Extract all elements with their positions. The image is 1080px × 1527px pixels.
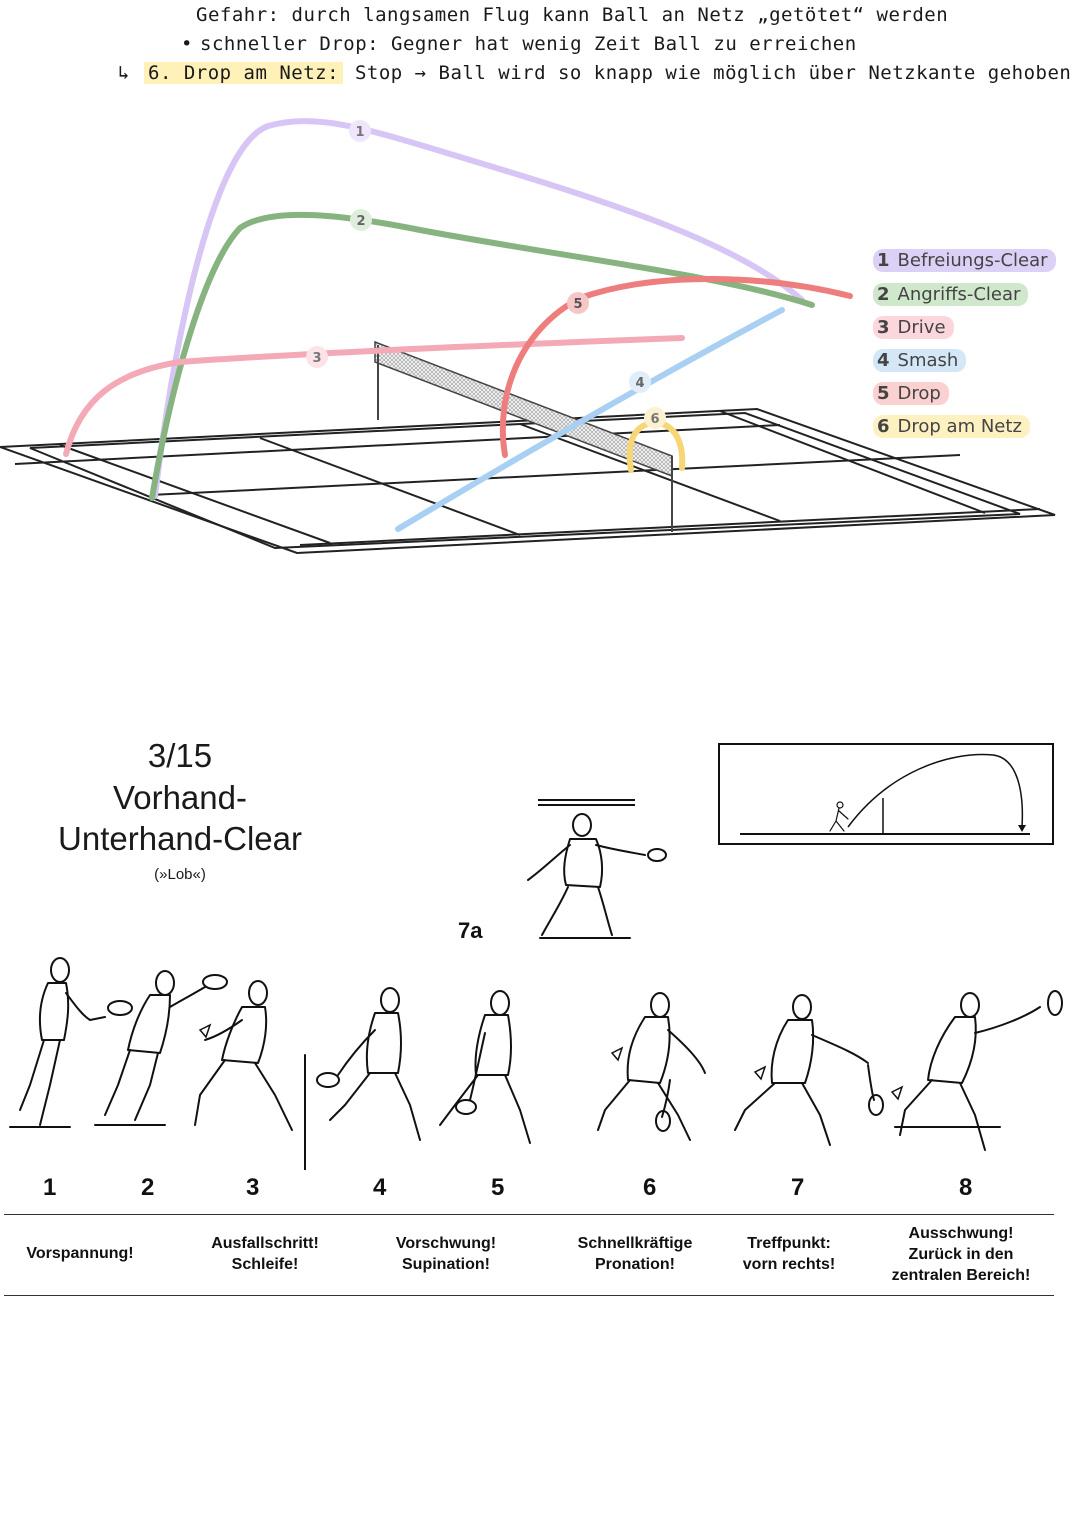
sequence-figure-2 (94, 970, 228, 1126)
sequence-figure-4 (316, 987, 421, 1141)
note-drop-net-highlight: 6. Drop am Netz: (144, 62, 344, 84)
legend-item-smash: 4 Smash (873, 349, 967, 372)
caption-line: Schleife! (231, 1256, 299, 1273)
note-arrow: ↳ (118, 62, 130, 84)
sequence-figure-7 (734, 994, 884, 1146)
sequence-figure-3 (194, 980, 306, 1170)
badge-6: 6 (650, 412, 659, 427)
technique-number: 3/15 (147, 737, 213, 774)
badge-2: 2 (356, 214, 365, 229)
legend-num: 1 (877, 250, 890, 271)
stroke-sequence-figures (9, 957, 1063, 1170)
legend-label: Angriffs-Clear (897, 284, 1021, 305)
trajectory-drive (63, 335, 685, 457)
court-diagram: 1 2 3 4 5 6 (0, 118, 1056, 555)
trajectory-angriffs-clear (149, 211, 815, 501)
legend-label: Smash (897, 350, 959, 371)
caption-step-6: Schnellkräftige Pronation! (560, 1233, 710, 1275)
caption-line: Ausschwung! (908, 1225, 1014, 1242)
badge-1: 1 (355, 125, 364, 140)
caption-step-1: Vorspannung! (10, 1243, 150, 1264)
caption-line: Supination! (402, 1256, 490, 1273)
note-bullet: • (181, 33, 193, 55)
badge-3: 3 (312, 351, 321, 366)
technique-title-line1: Vorhand- (113, 779, 247, 816)
caption-line: Zurück in den (908, 1246, 1014, 1263)
legend-num: 6 (877, 416, 890, 437)
sequence-figure-5 (439, 990, 531, 1144)
legend-item-befreiungs-clear: 1 Befreiungs-Clear (873, 249, 1056, 272)
court-lines (0, 407, 1056, 555)
legend-label: Drop am Netz (897, 416, 1022, 437)
caption-line: Ausfallschritt! (211, 1235, 319, 1252)
legend-item-drive: 3 Drive (873, 316, 954, 339)
note-fast-drop: schneller Drop: Gegner hat wenig Zeit Ba… (200, 33, 857, 55)
caption-step-8: Ausschwung! Zurück in den zentralen Bere… (880, 1223, 1042, 1286)
figure-7a-rear-view (527, 799, 667, 939)
technique-title-line2: Unterhand-Clear (58, 820, 302, 857)
step-number-1: 1 (43, 1174, 57, 1201)
legend-item-angriffs-clear: 2 Angriffs-Clear (873, 283, 1029, 306)
caption-step-3: Ausfallschritt! Schleife! (195, 1233, 335, 1275)
shuttlecocks (198, 1023, 904, 1101)
badge-5: 5 (573, 297, 582, 312)
legend-item-drop-am-netz: 6 Drop am Netz (873, 415, 1030, 438)
technique-subtitle: (»Lob«) (154, 866, 206, 883)
trajectory-smash (395, 307, 785, 532)
caption-top-rule (4, 1214, 1054, 1215)
badge-4: 4 (635, 376, 644, 391)
legend-label: Befreiungs-Clear (897, 250, 1048, 271)
step-number-5: 5 (491, 1174, 505, 1201)
caption-bottom-rule (4, 1295, 1054, 1296)
caption-line: Vorschwung! (395, 1235, 497, 1252)
caption-line: Pronation! (595, 1256, 675, 1273)
caption-step-4-5: Vorschwung! Supination! (376, 1233, 516, 1275)
legend-num: 4 (877, 350, 890, 371)
caption-line: Treffpunkt: (747, 1235, 831, 1252)
legend-label: Drop (897, 383, 941, 404)
trajectory-befreiungs-clear (152, 118, 805, 499)
step-number-3: 3 (246, 1174, 260, 1201)
step-number-7: 7 (791, 1174, 805, 1201)
legend-num: 5 (877, 383, 890, 404)
caption-line: zentralen Bereich! (891, 1267, 1031, 1284)
legend-num: 2 (877, 284, 890, 305)
legend-label: Drive (897, 317, 946, 338)
legend-item-drop: 5 Drop (873, 382, 949, 405)
clear-trajectory-inset (718, 743, 1054, 845)
caption-line: vorn rechts! (742, 1256, 836, 1273)
sequence-figure-8 (894, 990, 1063, 1151)
note-danger: Gefahr: durch langsamen Flug kann Ball a… (196, 4, 949, 26)
caption-step-7: Treffpunkt: vorn rechts! (724, 1233, 854, 1275)
step-number-6: 6 (643, 1174, 657, 1201)
net (374, 340, 673, 532)
sequence-figure-6 (597, 992, 706, 1141)
caption-line: Schnellkräftige (577, 1235, 693, 1252)
sequence-figure-1 (9, 957, 133, 1128)
legend-num: 3 (877, 317, 890, 338)
note-drop-net-text: Stop → Ball wird so knapp wie möglich üb… (354, 62, 1072, 84)
step-number-2: 2 (141, 1174, 155, 1201)
step-number-8: 8 (959, 1174, 973, 1201)
caption-line: Vorspannung! (26, 1245, 134, 1262)
step-number-4: 4 (373, 1174, 387, 1201)
inset-label-7a: 7a (458, 918, 483, 943)
note-drop-net: 6. Drop am Netz: Stop → Ball wird so kna… (144, 62, 1071, 84)
trajectory-badges: 1 2 3 4 5 6 (306, 120, 666, 429)
